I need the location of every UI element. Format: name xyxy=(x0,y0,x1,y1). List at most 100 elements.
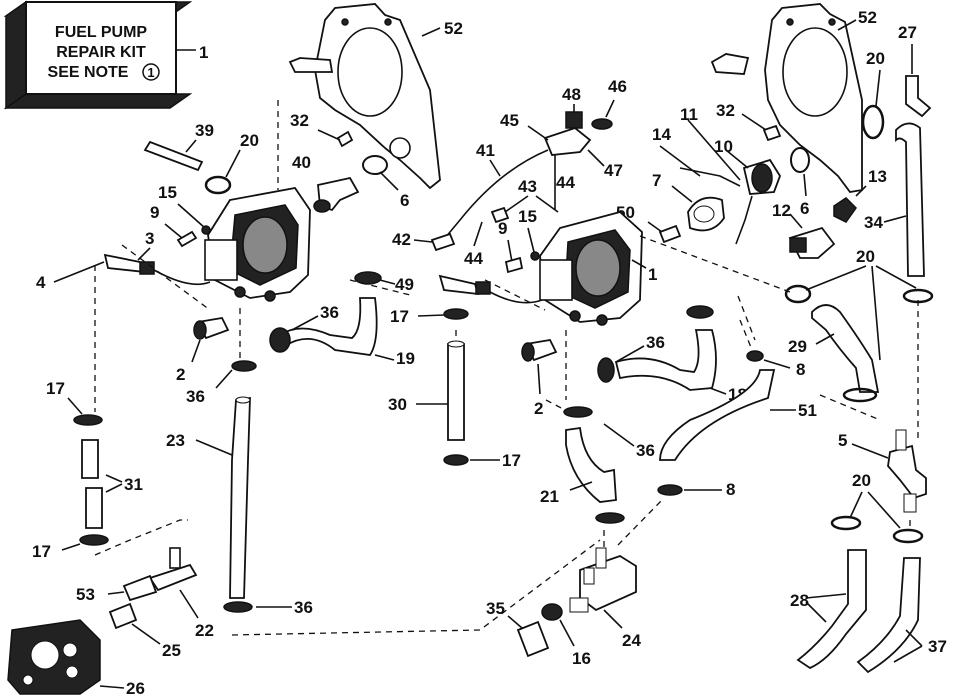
callout-9-left: 9 xyxy=(150,203,159,222)
callout-6-left: 6 xyxy=(400,191,409,210)
callout-1-kit: 1 xyxy=(199,43,208,62)
callout-42: 42 xyxy=(392,230,411,249)
tee-fitting-22 xyxy=(148,563,198,592)
callout-15-center: 15 xyxy=(518,207,537,226)
hose-21 xyxy=(565,426,617,503)
callout-5: 5 xyxy=(838,431,847,450)
hose-37 xyxy=(856,557,921,674)
kit-box-line2: REPAIR KIT xyxy=(56,44,146,61)
tee-fitting-5 xyxy=(887,429,927,513)
left-assembly: 52 39 20 32 6 40 15 9 xyxy=(7,3,601,696)
callout-36-upper-left: 36 xyxy=(320,303,339,322)
fitting-3 xyxy=(103,253,147,274)
hose-30 xyxy=(447,343,465,441)
callout-34: 34 xyxy=(864,213,883,232)
sensor-45 xyxy=(543,126,592,156)
callout-52-right: 52 xyxy=(858,8,877,27)
callout-11: 11 xyxy=(680,105,698,124)
clamp-16 xyxy=(541,603,563,621)
hose-31a xyxy=(81,439,99,479)
callout-32-right: 32 xyxy=(716,101,735,120)
callout-25: 25 xyxy=(162,641,181,660)
callout-2-center: 2 xyxy=(534,399,543,418)
callout-2-left: 2 xyxy=(176,365,185,384)
callout-20-left: 20 xyxy=(240,131,259,150)
note-number: 1 xyxy=(147,65,154,80)
callout-20-mid-right: 20 xyxy=(856,247,875,266)
washer-6-left xyxy=(362,155,388,175)
fuel-connector-24 xyxy=(569,547,637,613)
hose-31b xyxy=(85,487,103,529)
callout-6-right: 6 xyxy=(800,199,809,218)
callout-36-mid-left: 36 xyxy=(186,387,205,406)
connector-53 xyxy=(122,574,158,602)
hose-19 xyxy=(278,297,378,356)
hose-34 xyxy=(895,122,925,277)
callout-19: 19 xyxy=(396,349,415,368)
repair-kit-box: FUEL PUMP REPAIR KIT SEE NOTE 1 1 xyxy=(3,0,208,110)
callout-21: 21 xyxy=(540,487,559,506)
callout-14: 14 xyxy=(652,125,671,144)
washer-6-right xyxy=(790,147,810,173)
grommet-46 xyxy=(591,118,613,130)
callout-7: 7 xyxy=(652,171,661,190)
fuel-pump-center xyxy=(539,211,643,326)
callout-43: 43 xyxy=(518,177,537,196)
callout-15-left: 15 xyxy=(158,183,177,202)
callout-49: 49 xyxy=(395,275,414,294)
wire-41 xyxy=(444,149,549,239)
callout-12: 12 xyxy=(772,201,791,220)
callout-46: 46 xyxy=(608,77,627,96)
fitting-27 xyxy=(905,75,932,118)
callout-36-bottom-left: 36 xyxy=(294,598,313,617)
callout-17-upper-left: 17 xyxy=(46,379,65,398)
callout-16: 16 xyxy=(572,649,591,668)
callout-3: 3 xyxy=(145,229,154,248)
hose-29 xyxy=(811,304,880,393)
callout-10: 10 xyxy=(714,137,733,156)
callout-20-lower-right: 20 xyxy=(852,471,871,490)
connector-42 xyxy=(430,232,456,252)
kit-box-line3: SEE NOTE xyxy=(48,64,129,81)
callout-47: 47 xyxy=(604,161,623,180)
callout-13: 13 xyxy=(868,167,887,186)
callout-36-upper-center: 36 xyxy=(646,333,665,352)
callout-28: 28 xyxy=(790,591,809,610)
hose-39 xyxy=(143,140,204,172)
right-assembly: 52 20 27 34 11 14 10 32 6 7 xyxy=(652,3,947,674)
clamp-20-left xyxy=(204,175,232,195)
callout-1-center: 1 xyxy=(648,265,657,284)
filter-26 xyxy=(7,619,101,695)
center-assembly: 48 46 45 47 41 43 44 42 15 9 44 50 xyxy=(349,77,817,668)
callout-17-lower-center: 17 xyxy=(502,451,521,470)
note-circle xyxy=(142,63,160,81)
fuel-pump-left xyxy=(204,187,311,302)
callout-44-upper: 44 xyxy=(556,173,575,192)
callout-52-left: 52 xyxy=(444,19,463,38)
callout-17-lower-left: 17 xyxy=(32,542,51,561)
part-13 xyxy=(833,197,857,223)
bracket-tab-right xyxy=(710,53,750,75)
kit-box-line1: FUEL PUMP xyxy=(55,24,147,41)
callout-45: 45 xyxy=(500,111,519,130)
callout-48: 48 xyxy=(562,85,581,104)
hose-18 xyxy=(614,329,717,391)
callout-4: 4 xyxy=(36,273,46,292)
callout-35: 35 xyxy=(486,599,505,618)
callout-31: 31 xyxy=(124,475,143,494)
callout-53: 53 xyxy=(76,585,95,604)
callout-8-lower: 8 xyxy=(726,480,735,499)
callout-32-left: 32 xyxy=(290,111,309,130)
clamp-20-upper-right xyxy=(861,104,885,140)
callout-20-upper-right: 20 xyxy=(866,49,885,68)
hose-23 xyxy=(229,396,251,599)
callout-24: 24 xyxy=(622,631,641,650)
callout-27: 27 xyxy=(898,23,917,42)
fitting-25 xyxy=(108,602,138,630)
callout-40: 40 xyxy=(292,153,311,172)
hose-51 xyxy=(659,369,776,461)
callout-23: 23 xyxy=(166,431,185,450)
hose-28 xyxy=(796,549,867,670)
callout-51: 51 xyxy=(798,401,817,420)
